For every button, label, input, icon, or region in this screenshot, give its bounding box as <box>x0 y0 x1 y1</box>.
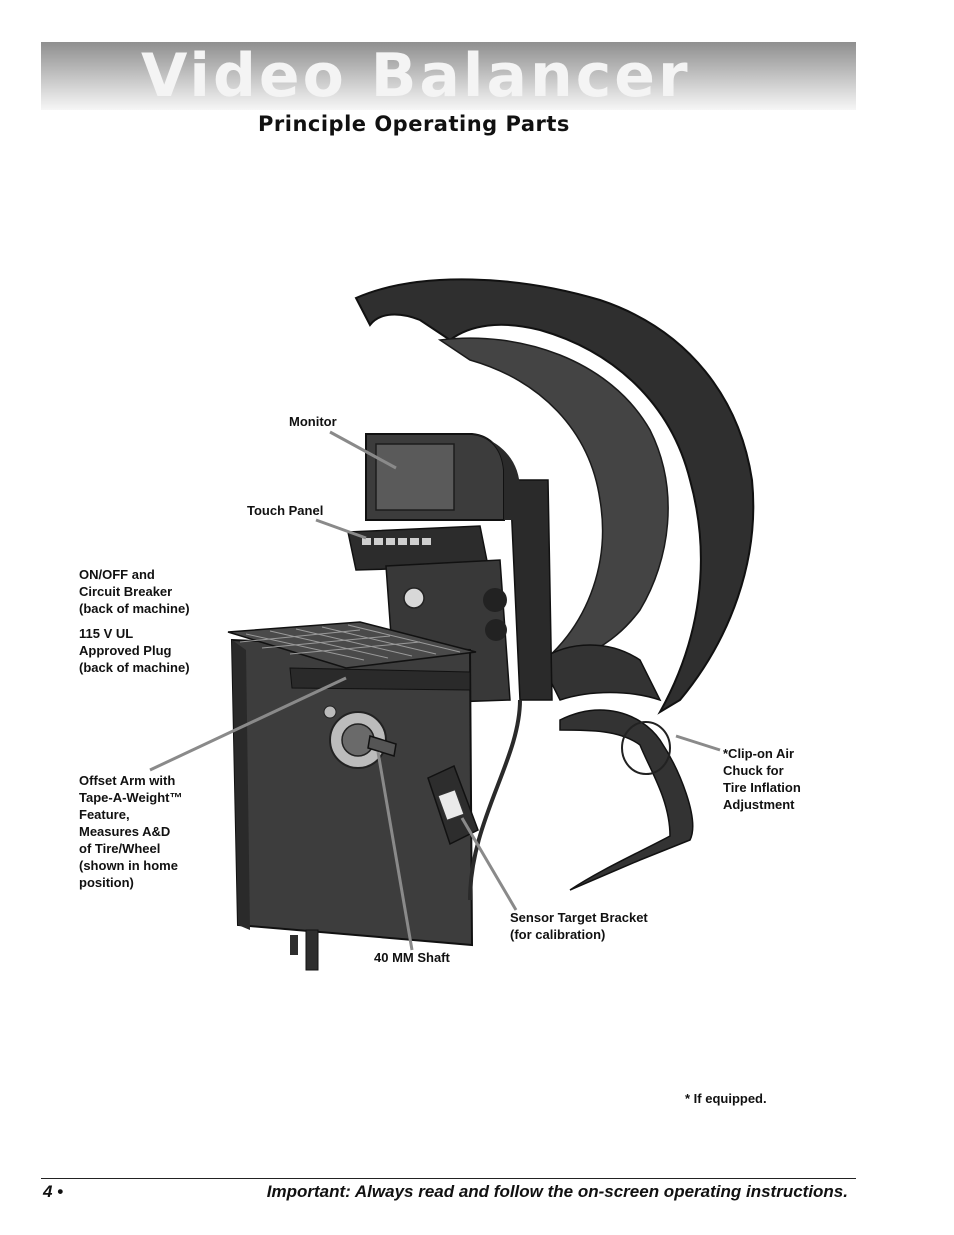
footer-divider <box>41 1178 856 1179</box>
callout-air-chuck-line-4: Adjustment <box>723 797 795 812</box>
callout-touch-panel-line: Touch Panel <box>247 503 324 518</box>
if-equipped-note: * If equipped. <box>685 1091 767 1106</box>
callout-plug: 115 V UL Approved Plug (back of machine) <box>79 625 190 676</box>
leader-line-monitor <box>329 430 397 470</box>
callout-on-off: ON/OFF and Circuit Breaker (back of mach… <box>79 566 190 617</box>
callout-offset-arm-line-7: position) <box>79 875 134 890</box>
leader-line-offset-arm <box>149 676 347 772</box>
callout-offset-arm-line-2: Tape-A-Weight™ <box>79 790 183 805</box>
shaft <box>367 735 397 757</box>
footer-instruction: Important: Always read and follow the on… <box>266 1182 848 1201</box>
callout-on-off-line-1: ON/OFF and <box>79 567 155 582</box>
callout-offset-arm: Offset Arm with Tape-A-Weight™ Feature, … <box>79 772 183 891</box>
leader-lines <box>149 430 721 951</box>
section-title: Principle Operating Parts <box>258 112 570 136</box>
leader-line-air-chuck <box>675 734 721 752</box>
callout-plug-line-1: 115 V UL <box>79 626 134 641</box>
callout-air-chuck-line-2: Chuck for <box>723 763 784 778</box>
weight-tray <box>227 621 477 669</box>
leader-line-touch-panel <box>315 518 367 540</box>
callout-touch-panel: Touch Panel <box>247 502 323 519</box>
clip-on-air-chuck <box>559 709 694 891</box>
header-banner: Video Balancer <box>41 42 856 110</box>
callout-air-chuck-line-1: *Clip-on Air <box>723 746 795 761</box>
callout-plug-line-3: (back of machine) <box>79 660 190 675</box>
callout-monitor-line: Monitor <box>289 414 337 429</box>
banner-title: Video Balancer <box>141 42 691 110</box>
callout-offset-arm-line-1: Offset Arm with <box>79 773 176 788</box>
callout-shaft-line: 40 MM Shaft <box>374 950 450 965</box>
callout-monitor: Monitor <box>289 413 337 430</box>
callout-offset-arm-line-4: Measures A&D <box>79 824 171 839</box>
callout-sensor-bracket: Sensor Target Bracket (for calibration) <box>510 909 648 943</box>
callout-sensor-bracket-line-1: Sensor Target Bracket <box>510 910 648 925</box>
callout-sensor-bracket-line-2: (for calibration) <box>510 927 606 942</box>
wheel-guard-hood <box>354 278 755 715</box>
callout-plug-line-2: Approved Plug <box>79 643 172 658</box>
callout-air-chuck: *Clip-on Air Chuck for Tire Inflation Ad… <box>723 745 801 813</box>
callout-offset-arm-line-3: Feature, <box>79 807 130 822</box>
callout-on-off-line-3: (back of machine) <box>79 601 190 616</box>
leader-line-sensor-bracket <box>460 817 518 911</box>
callout-on-off-line-2: Circuit Breaker <box>79 584 173 599</box>
machine-drawing <box>227 278 755 971</box>
leader-line-shaft <box>376 751 414 951</box>
callout-shaft: 40 MM Shaft <box>374 949 450 966</box>
page-number: 4 • <box>43 1182 64 1201</box>
callout-offset-arm-line-6: (shown in home <box>79 858 178 873</box>
callout-offset-arm-line-5: of Tire/Wheel <box>79 841 161 856</box>
callout-air-chuck-line-3: Tire Inflation <box>723 780 801 795</box>
